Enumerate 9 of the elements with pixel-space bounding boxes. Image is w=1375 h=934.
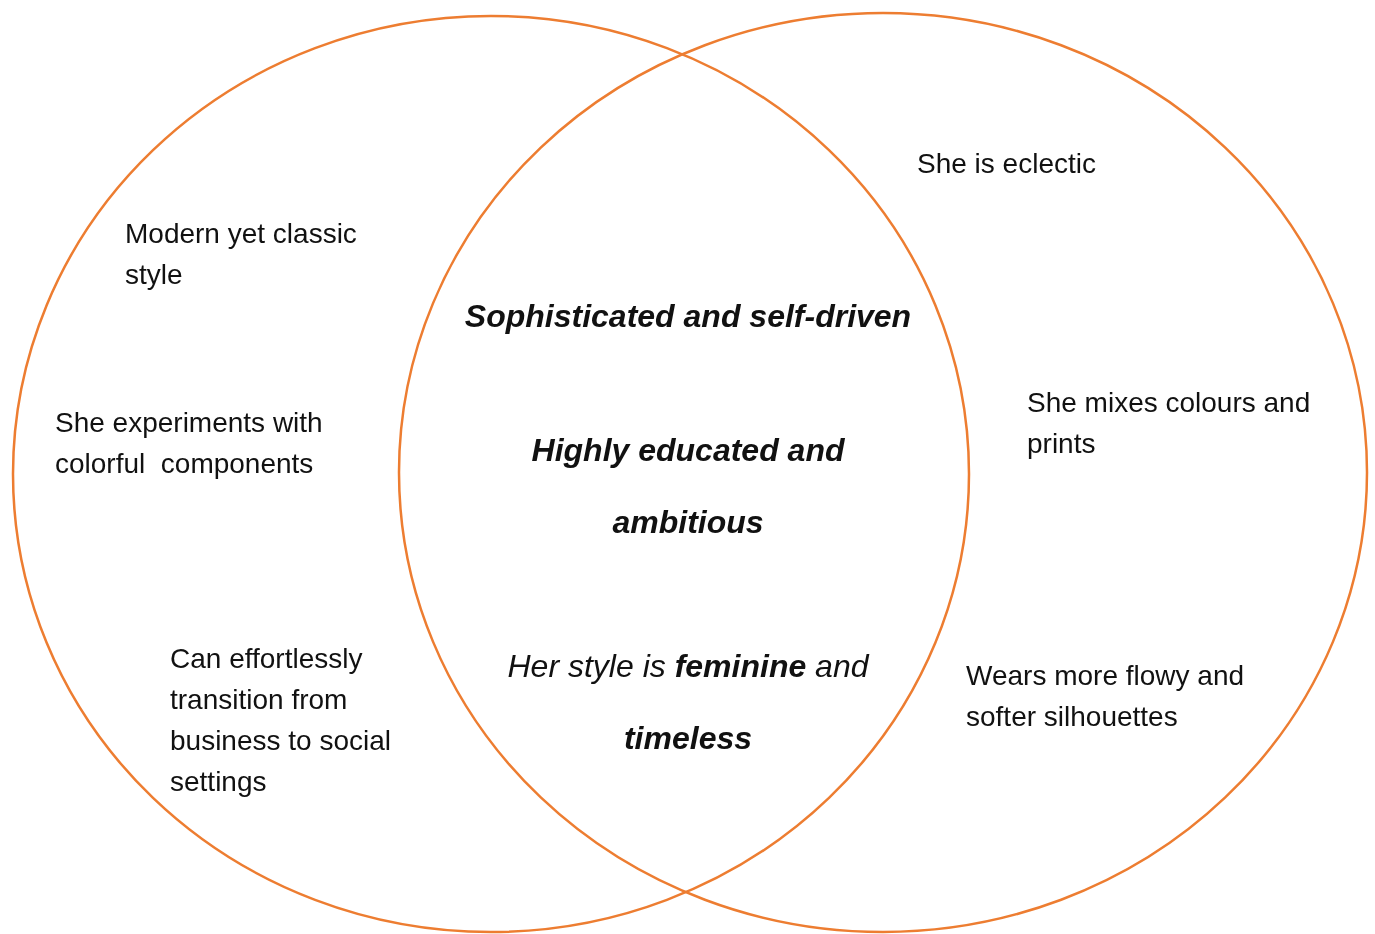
trait-text: She mixes colours and prints (1027, 386, 1312, 461)
trait-text: She experiments with colorful components (55, 406, 324, 481)
trait-text: Wears more flowy and softer silhouettes (966, 659, 1246, 734)
trait-text: She is eclectic (917, 147, 1097, 181)
shared-trait-text: Highly educated and ambitious (530, 431, 846, 542)
trait-text: Modern yet classic style (125, 217, 358, 292)
shared-trait-text: Sophisticated and self-driven (463, 297, 913, 336)
shared-trait-text: Her style is feminine and timeless (506, 647, 871, 758)
trait-text: Can effortlessly transition from business to social settings (170, 642, 392, 799)
